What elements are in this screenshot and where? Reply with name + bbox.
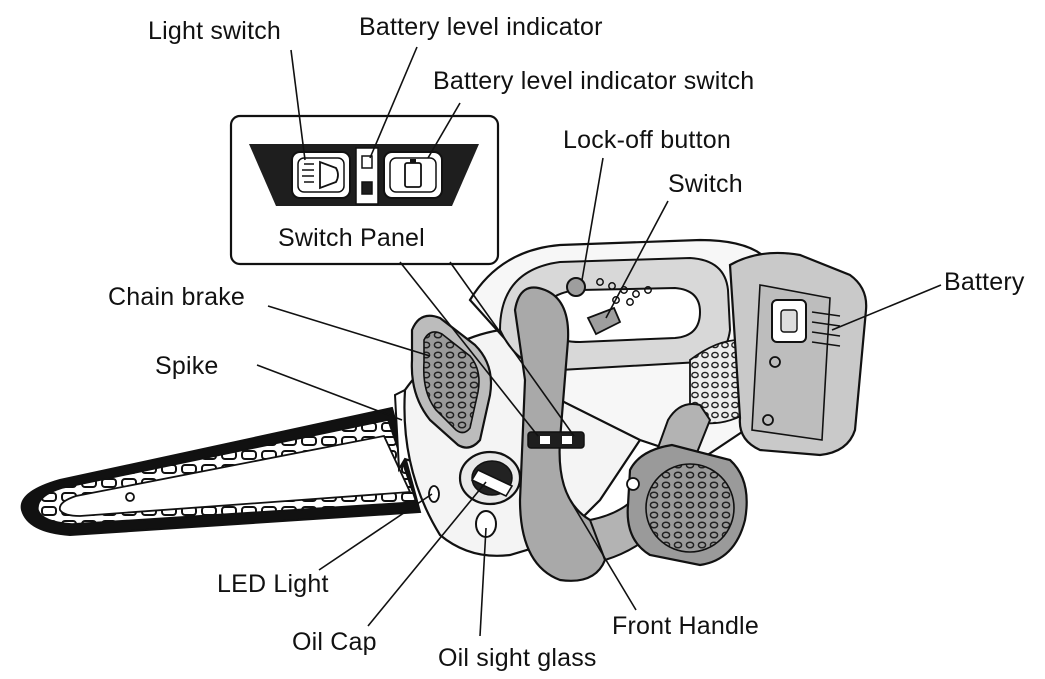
label-oil-sight-glass: Oil sight glass [438,644,597,672]
motor-vent [626,443,748,567]
label-lock-off-button: Lock-off button [563,126,731,154]
leader-led-light [318,493,433,571]
leader-battery-indicator [369,46,418,159]
body-switch-panel [527,431,585,449]
label-light-switch: Light switch [148,17,282,45]
leader-oil-cap [367,481,487,627]
battery-icon [383,151,443,199]
label-spike: Spike [155,352,219,380]
label-battery-level-indicator: Battery level indicator [359,13,603,41]
trigger-switch [586,306,622,336]
switch-panel-callout [229,114,500,266]
label-switch: Switch [668,170,743,198]
battery-level-indicator [355,147,379,205]
leader-light-switch [290,49,306,161]
leader-switch [605,200,669,319]
led-light [428,485,440,503]
leader-lock-off [581,157,604,281]
guide-bar [20,406,422,537]
leader-lines [256,46,942,637]
leader-oil-sight-glass [479,527,487,637]
label-battery-level-indicator-switch: Battery level indicator switch [433,67,755,95]
leader-front-handle [569,499,637,611]
leader-panel-left [399,261,539,437]
label-led-light: LED Light [217,570,329,598]
leader-battery-switch [427,102,461,159]
leader-chain-brake [267,305,431,357]
label-chain-brake: Chain brake [108,283,246,311]
leader-spike [256,364,403,421]
label-front-handle: Front Handle [612,612,759,640]
label-oil-cap: Oil Cap [292,628,377,656]
leader-panel-right [449,261,575,437]
oil-cap [458,450,522,506]
label-switch-panel: Switch Panel [278,224,425,252]
headlight-icon [291,151,351,199]
leader-battery [831,284,942,331]
label-battery: Battery [944,268,1025,296]
battery-pack [728,251,868,457]
lock-off-button [566,277,586,297]
chain-brake [410,314,493,449]
